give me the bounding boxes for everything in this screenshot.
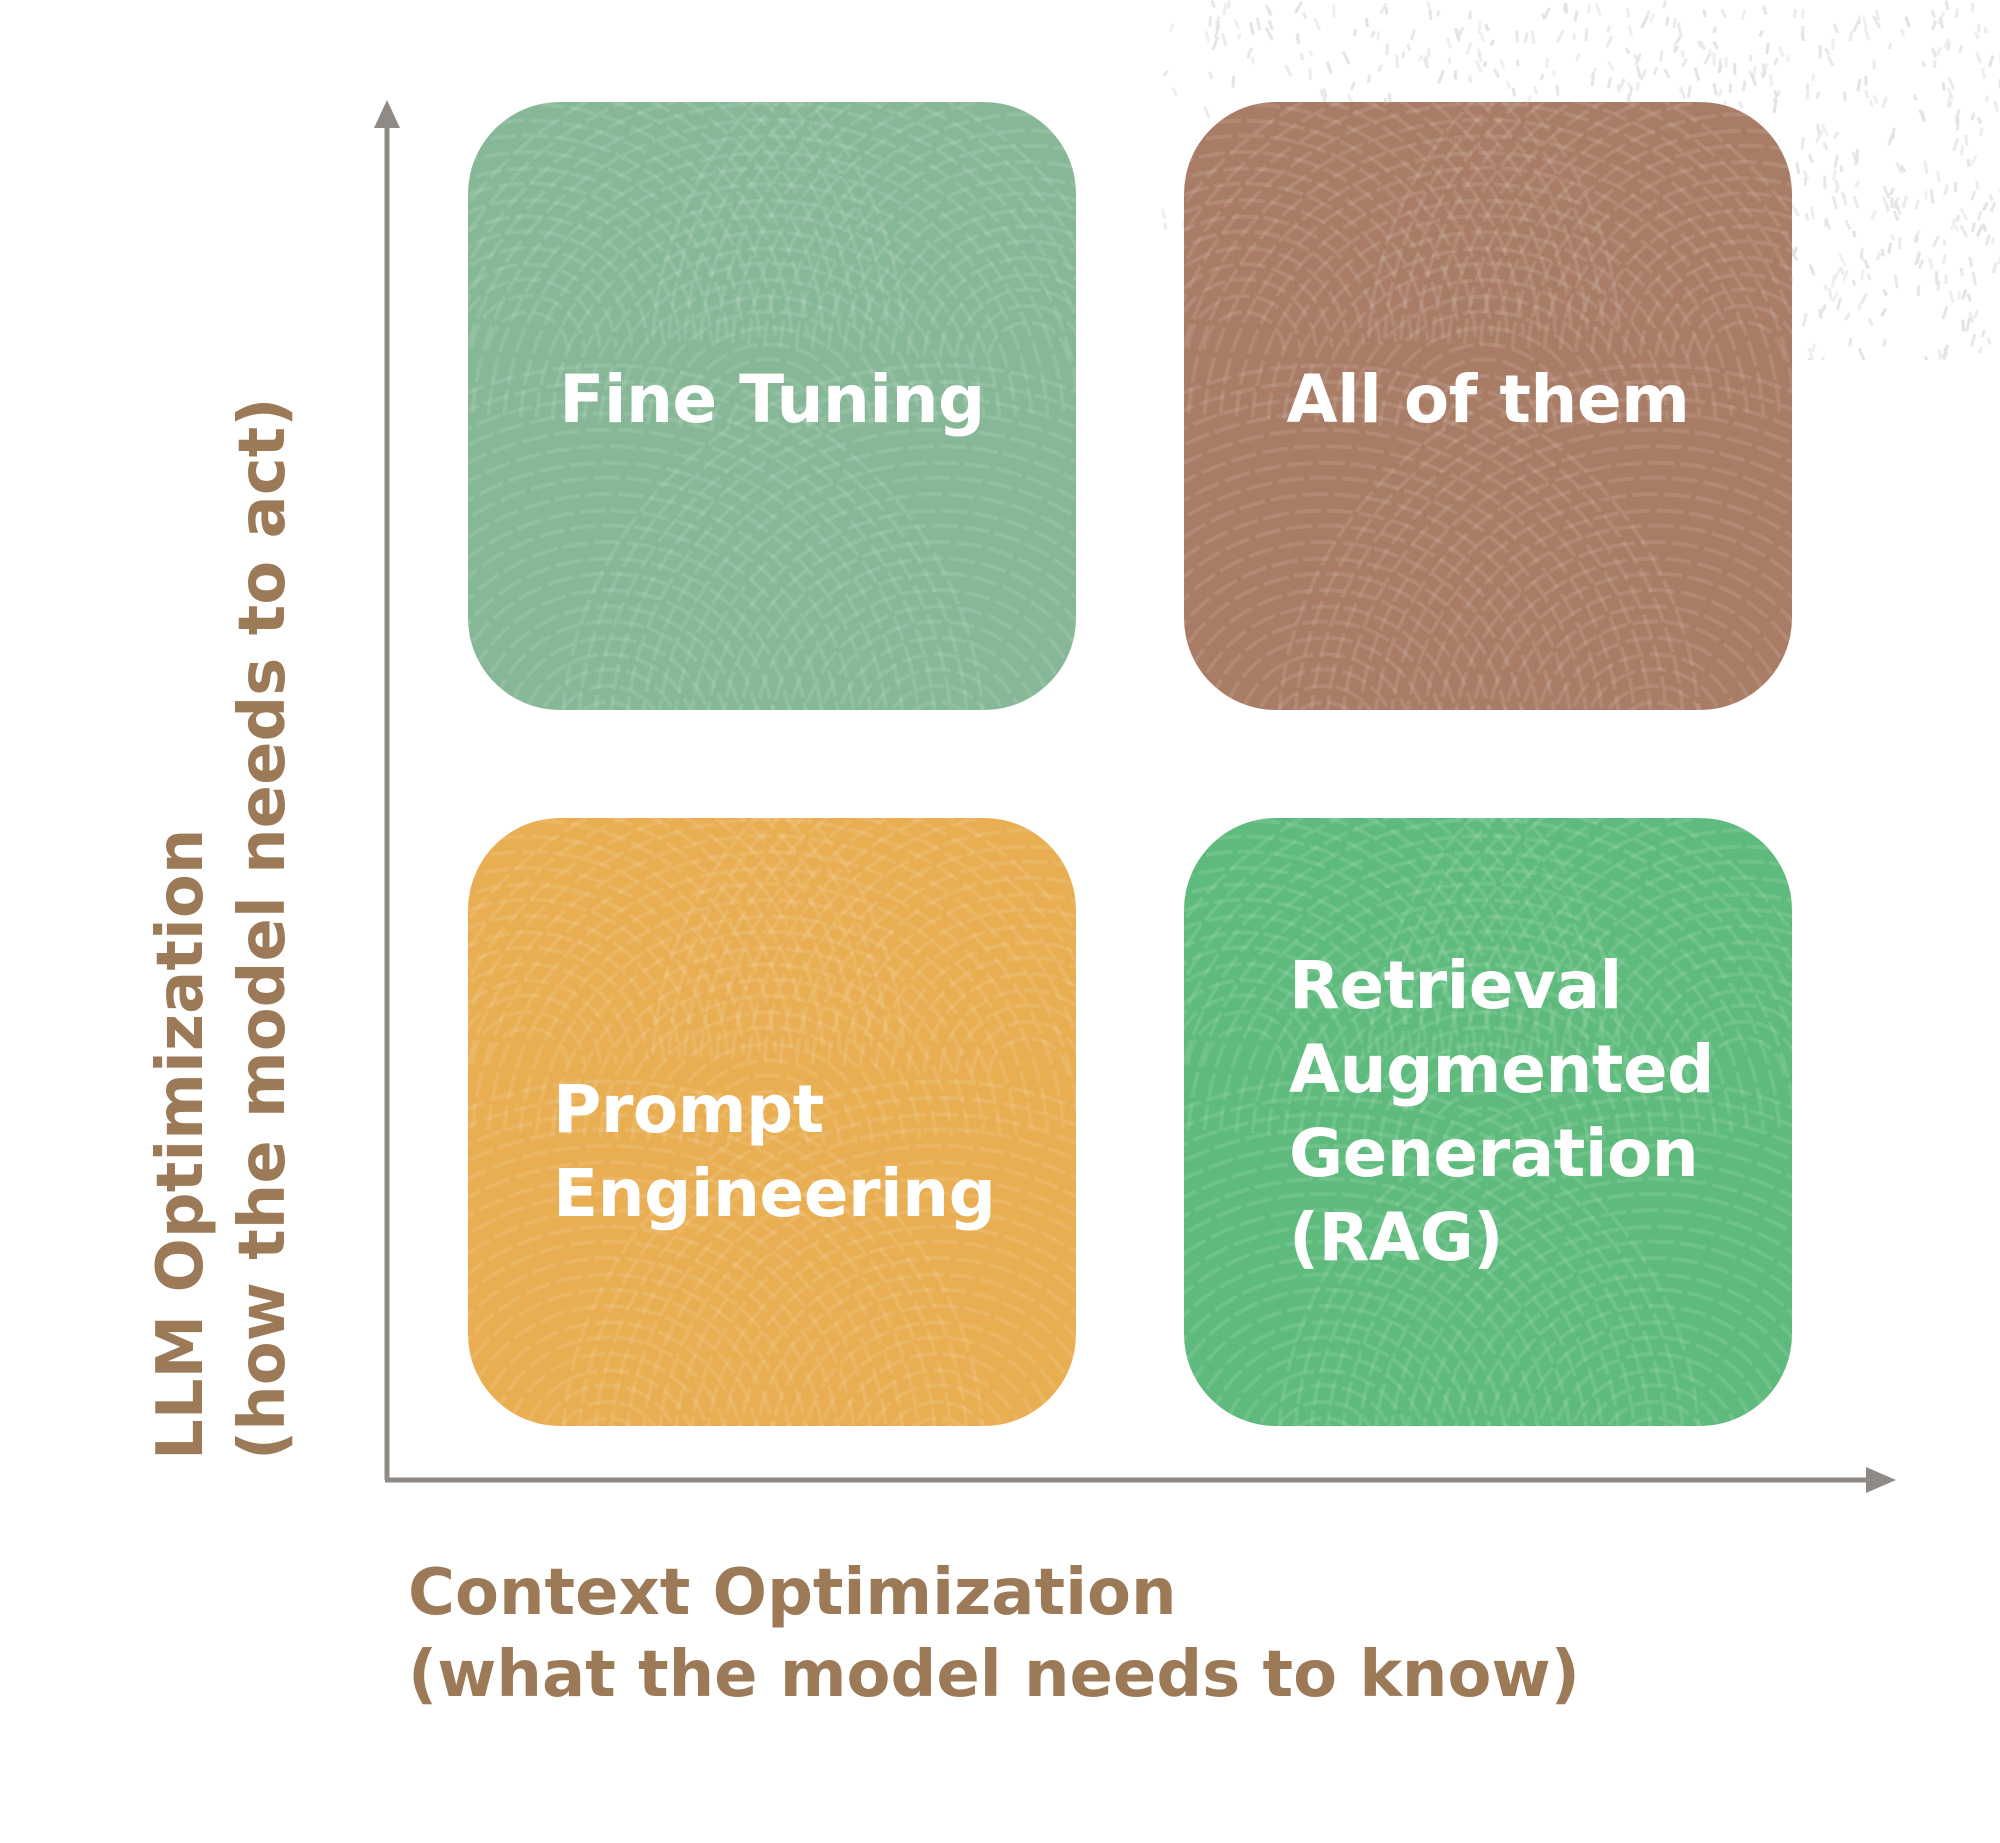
quadrant-all-of-them: All of them: [1184, 102, 1792, 710]
quadrant-prompt-engineering: Prompt Engineering: [468, 818, 1076, 1426]
quadrant-rag: Retrieval Augmented Generation (RAG): [1184, 818, 1792, 1426]
y-axis-label-line1: LLM Optimization: [144, 828, 218, 1460]
y-axis-label-line2: (how the model needs to act): [226, 397, 300, 1461]
quadrant-pattern: [1184, 818, 1792, 1426]
quadrant-label-all-of-them: All of them: [1286, 361, 1690, 438]
quadrant-label-fine-tuning: Fine Tuning: [559, 361, 985, 438]
quadrant-label-rag: Retrieval Augmented Generation (RAG): [1289, 947, 1714, 1276]
x-axis-label-line2: (what the model needs to know): [408, 1638, 1580, 1712]
x-axis-label: Context Optimization (what the model nee…: [408, 1552, 1580, 1716]
x-axis-arrow: [1866, 1467, 1896, 1493]
y-axis-arrow: [374, 100, 400, 128]
quadrant-pattern: [468, 818, 1076, 1426]
quadrant-pattern: [1184, 102, 1792, 710]
quadrant-fine-tuning: Fine Tuning: [468, 102, 1076, 710]
y-axis-label: LLM Optimization (how the model needs to…: [140, 398, 304, 1461]
quadrant-pattern: [468, 102, 1076, 710]
x-axis-label-line1: Context Optimization: [408, 1556, 1177, 1630]
quadrant-label-prompt-engineering: Prompt Engineering: [553, 1071, 996, 1232]
